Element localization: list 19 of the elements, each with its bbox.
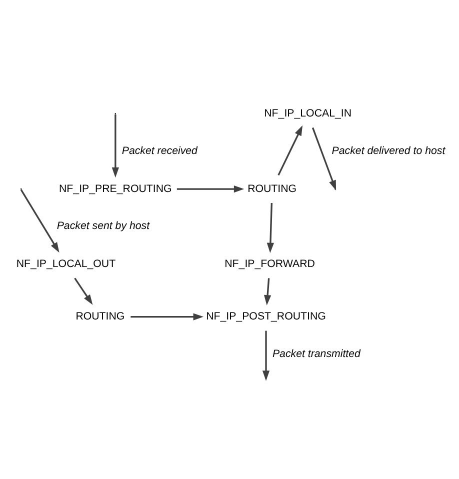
arrow <box>266 202 274 254</box>
arrow <box>264 278 272 306</box>
edge-label: Packet delivered to host <box>332 144 446 157</box>
node-text: NF_IP_LOCAL_OUT <box>16 258 116 270</box>
arrow <box>176 185 244 193</box>
arrow <box>278 125 303 176</box>
arrow <box>130 313 204 320</box>
node-text: ROUTING <box>248 182 297 195</box>
arrow <box>74 278 93 305</box>
edge-label: Packet transmitted <box>272 348 360 360</box>
node-text: NF_IP_LOCAL_IN <box>264 108 352 120</box>
edge-label: Packet received <box>122 144 198 157</box>
node-text: NF_IP_POST_ROUTING <box>206 310 326 323</box>
node-text: ROUTING <box>76 310 125 323</box>
node-text: NF_IP_FORWARD <box>224 258 315 270</box>
arrow <box>112 114 119 178</box>
arrow <box>20 189 60 253</box>
edge-label: Packet sent by host <box>56 220 150 232</box>
node-text: NF_IP_PRE_ROUTING <box>59 182 172 195</box>
